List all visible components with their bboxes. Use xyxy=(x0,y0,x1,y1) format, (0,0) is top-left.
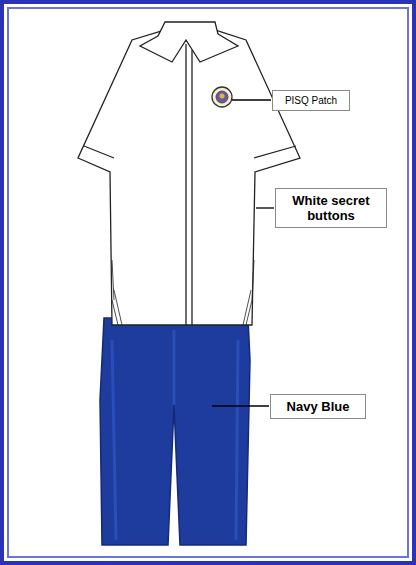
navy-pants xyxy=(100,318,250,545)
callout-box: Navy Blue xyxy=(270,394,366,419)
leader-lines xyxy=(212,100,274,406)
callout-label: Navy Blue xyxy=(287,399,350,414)
callout-box: PISQ Patch xyxy=(272,90,350,111)
callout-label: PISQ Patch xyxy=(285,95,337,106)
callout-box: White secret buttons xyxy=(275,188,387,228)
inner-frame xyxy=(8,8,408,557)
white-shirt xyxy=(78,22,300,325)
callout-label: White secret buttons xyxy=(282,193,380,223)
